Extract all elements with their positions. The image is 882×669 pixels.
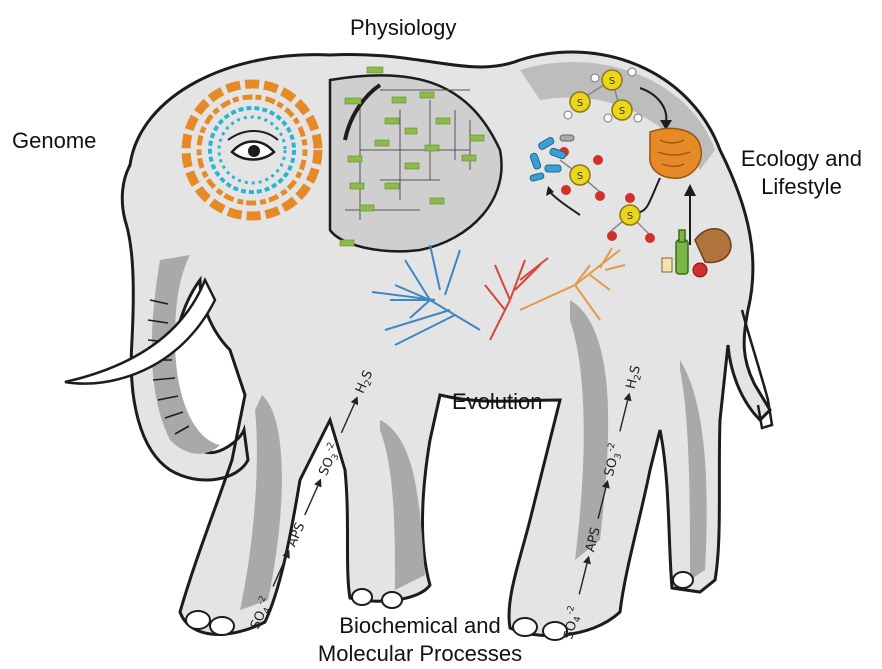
sulfur-label: S <box>577 98 583 109</box>
sulfur-label: S <box>609 76 615 87</box>
label-biochem-line2: Molecular Processes <box>285 640 555 668</box>
label-ecology-line2: Lifestyle <box>741 173 862 201</box>
sulfur-label: S <box>577 171 583 182</box>
gut-icon <box>650 128 701 178</box>
label-evolution: Evolution <box>452 388 543 416</box>
label-ecology-line1: Ecology and <box>741 145 862 173</box>
apple-icon <box>693 263 707 277</box>
label-genome: Genome <box>12 127 96 155</box>
bottle-icon <box>676 240 688 274</box>
label-biochemical-molecular: Biochemical and Molecular Processes <box>285 612 555 668</box>
glass-icon <box>662 258 672 272</box>
sulfur-label: S <box>619 106 625 117</box>
label-biochem-line1: Biochemical and <box>285 612 555 640</box>
label-ecology-lifestyle: Ecology and Lifestyle <box>741 145 862 201</box>
sulfur-label: S <box>627 211 633 222</box>
label-physiology: Physiology <box>350 14 456 42</box>
